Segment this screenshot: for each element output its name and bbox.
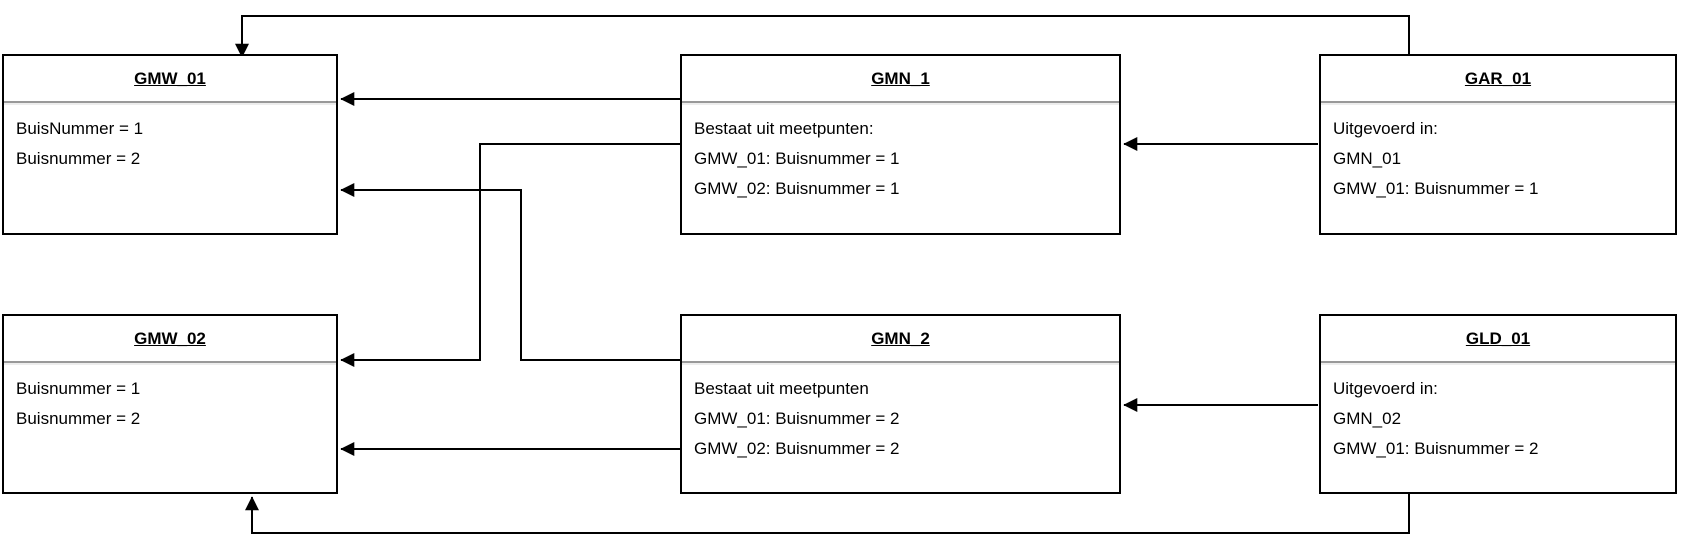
node-gmw-01: GMW_01 BuisNummer = 1 Buisnummer = 2 [2, 54, 338, 235]
node-body: Buisnummer = 1 Buisnummer = 2 [4, 365, 336, 434]
node-divider [1321, 361, 1675, 365]
node-gar-01: GAR_01 Uitgevoerd in: GMN_01 GMW_01: Bui… [1319, 54, 1677, 235]
node-attribute: Uitgevoerd in: [1333, 379, 1438, 398]
node-attribute: GMW_01: Buisnummer = 2 [1333, 439, 1539, 458]
node-attribute: GMN_02 [1333, 409, 1402, 428]
node-attribute: GMW_02: Buisnummer = 2 [694, 439, 900, 458]
node-attribute: GMW_01: Buisnummer = 1 [1333, 179, 1539, 198]
node-divider [1321, 101, 1675, 105]
node-divider [682, 361, 1119, 365]
node-title: GMW_02 [134, 328, 206, 348]
node-header: GMN_1 [682, 56, 1119, 101]
node-title: GAR_01 [1464, 68, 1532, 88]
node-attribute: Buisnummer = 2 [16, 409, 141, 428]
node-attribute: Buisnummer = 1 [16, 379, 141, 398]
node-attribute: GMN_01 [1333, 149, 1402, 168]
node-gld-01: GLD_01 Uitgevoerd in: GMN_02 GMW_01: Bui… [1319, 314, 1677, 494]
connector-GMN_1-to-GMW_02 [340, 143, 680, 367]
node-body: Bestaat uit meetpunten: GMW_01: Buisnumm… [682, 105, 1119, 204]
node-header: GMN_2 [682, 316, 1119, 361]
node-attribute: GMW_01: Buisnummer = 2 [694, 409, 900, 428]
node-title: GLD_01 [1465, 328, 1531, 348]
node-gmn-1: GMN_1 Bestaat uit meetpunten: GMW_01: Bu… [680, 54, 1121, 235]
node-attribute: GMW_02: Buisnummer = 1 [694, 179, 900, 198]
connector-GMN_2-to-GMW_01 [340, 183, 680, 361]
node-attribute: Bestaat uit meetpunten: [694, 119, 874, 138]
node-header: GMW_02 [4, 316, 336, 361]
node-header: GLD_01 [1321, 316, 1675, 361]
node-gmw-02: GMW_02 Buisnummer = 1 Buisnummer = 2 [2, 314, 338, 494]
node-header: GMW_01 [4, 56, 336, 101]
node-body: BuisNummer = 1 Buisnummer = 2 [4, 105, 336, 174]
node-title: GMN_2 [871, 328, 930, 348]
node-body: Uitgevoerd in: GMN_01 GMW_01: Buisnummer… [1321, 105, 1675, 204]
node-divider [4, 361, 336, 365]
node-attribute: Buisnummer = 2 [16, 149, 141, 168]
node-divider [4, 101, 336, 105]
node-body: Uitgevoerd in: GMN_02 GMW_01: Buisnummer… [1321, 365, 1675, 464]
node-body: Bestaat uit meetpunten GMW_01: Buisnumme… [682, 365, 1119, 464]
node-attribute: BuisNummer = 1 [16, 119, 144, 138]
node-attribute: Uitgevoerd in: [1333, 119, 1438, 138]
node-divider [682, 101, 1119, 105]
node-gmn-2: GMN_2 Bestaat uit meetpunten GMW_01: Bui… [680, 314, 1121, 494]
node-attribute: Bestaat uit meetpunten [694, 379, 869, 398]
connector-GAR_01-to-GMW_01 [235, 15, 1410, 58]
node-title: GMW_01 [134, 68, 206, 88]
node-attribute: GMW_01: Buisnummer = 1 [694, 149, 900, 168]
connector-GLD_01-to-GMW_02 [245, 494, 1410, 534]
node-header: GAR_01 [1321, 56, 1675, 101]
node-title: GMN_1 [871, 68, 930, 88]
